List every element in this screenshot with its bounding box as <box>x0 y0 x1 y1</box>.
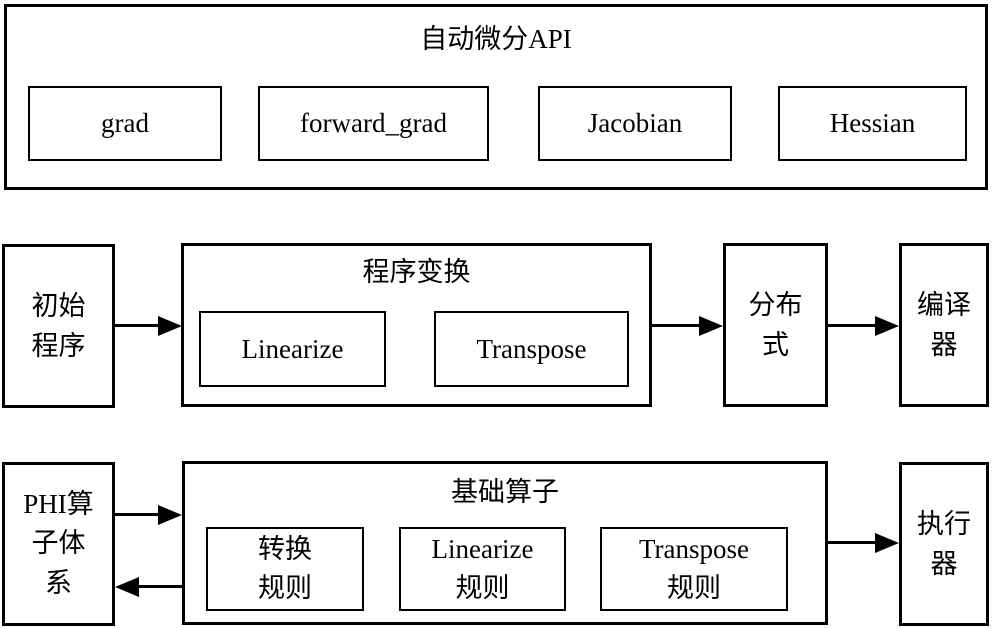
box-phi-system: PHI算 子体 系 <box>2 462 115 626</box>
program-transform-title: 程序变换 <box>362 257 471 287</box>
box-executor: 执行 器 <box>899 462 989 626</box>
box-basic-operators: 基础算子 转换 规则 Linearize 规则 Transpose 规则 <box>182 461 828 625</box>
hessian-label: Hessian <box>829 108 916 139</box>
arrow-shaft <box>115 513 161 516</box>
arrow-shaft <box>828 541 876 544</box>
api-section-box: 自动微分API grad forward_grad Jacobian Hessi… <box>4 4 988 190</box>
api-section-title: 自动微分API <box>420 24 572 54</box>
arrow-head-right-icon <box>875 316 899 336</box>
phi-system-label: PHI算 子体 系 <box>23 489 94 598</box>
distributed-label: 分布 式 <box>748 289 803 361</box>
forward-grad-label: forward_grad <box>300 108 447 139</box>
box-linearize-rules: Linearize 规则 <box>399 527 566 611</box>
jacobian-label: Jacobian <box>587 108 683 139</box>
compiler-label: 编译 器 <box>917 289 971 361</box>
box-initial-program: 初始 程序 <box>2 244 115 408</box>
arrow-head-right-icon <box>158 505 182 525</box>
box-linearize: Linearize <box>199 311 386 387</box>
box-program-transform: 程序变换 Linearize Transpose <box>181 243 652 407</box>
arrow-head-right-icon <box>699 316 723 336</box>
linearize-label: Linearize <box>241 333 344 364</box>
executor-label: 执行 器 <box>917 508 971 580</box>
transpose-label: Transpose <box>476 333 587 364</box>
box-forward-grad: forward_grad <box>258 86 489 161</box>
box-compiler: 编译 器 <box>899 243 989 407</box>
arrow-shaft <box>137 585 182 588</box>
box-conversion-rules: 转换 规则 <box>206 527 364 611</box>
arrow-shaft <box>652 324 700 327</box>
box-jacobian: Jacobian <box>538 86 732 161</box>
arrow-head-right-icon <box>158 316 182 336</box>
linearize-rules-label: Linearize 规则 <box>431 533 534 603</box>
arrow-shaft <box>115 324 161 327</box>
conversion-rules-label: 转换 规则 <box>258 533 312 603</box>
arrow-shaft <box>828 324 876 327</box>
arrow-head-right-icon <box>875 533 899 553</box>
box-hessian: Hessian <box>778 86 967 161</box>
basic-operators-title: 基础算子 <box>451 477 559 507</box>
box-transpose: Transpose <box>434 311 629 387</box>
arrow-head-left-icon <box>115 577 139 597</box>
box-distributed: 分布 式 <box>723 243 828 407</box>
box-transpose-rules: Transpose 规则 <box>600 527 788 611</box>
grad-label: grad <box>101 108 149 139</box>
transpose-rules-label: Transpose 规则 <box>638 533 750 603</box>
initial-program-label: 初始 程序 <box>31 290 86 362</box>
box-grad: grad <box>28 86 222 161</box>
